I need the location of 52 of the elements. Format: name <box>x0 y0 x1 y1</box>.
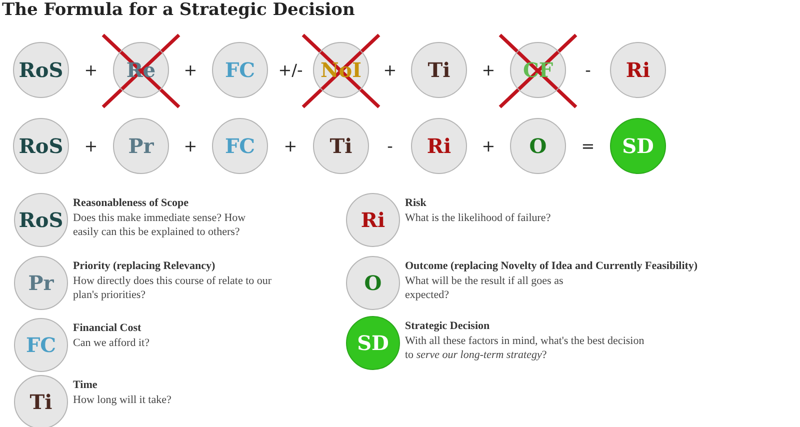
factor-description: What will be the result if all goes as expected? <box>405 274 564 302</box>
operator-sign: +/- <box>278 60 303 80</box>
factor-abbreviation: FC <box>26 333 56 357</box>
factor-abbreviation: O <box>529 134 547 158</box>
factor-abbreviation: FC <box>224 58 256 82</box>
factor-abbreviation: Pr <box>28 271 54 295</box>
factor-abbreviation: RoS <box>18 134 64 158</box>
operator-sign: + <box>482 60 496 80</box>
operator-sign: + <box>284 136 298 156</box>
operator-sign: + <box>184 60 198 80</box>
operator-sign: + <box>383 60 397 80</box>
operator-sign: - <box>585 60 591 80</box>
factor-description: Can we afford it? <box>73 336 150 350</box>
factor-abbreviation: FC <box>224 134 256 158</box>
factor-name: Priority (replacing Relevancy) <box>73 260 216 272</box>
factor-circle <box>14 256 68 310</box>
factor-circle <box>14 375 68 427</box>
factor-circle <box>14 193 68 247</box>
factor-abbreviation: Ri <box>360 208 386 232</box>
factor-abbreviation: Ti <box>428 58 450 82</box>
factor-abbreviation: SD <box>622 134 654 158</box>
factor-description: Does this make immediate sense? How easily can this be explained to others? <box>73 211 247 239</box>
factor-abbreviation: RoS <box>18 208 64 232</box>
factor-abbreviation: Ti <box>30 390 52 414</box>
factor-name: Outcome (replacing Novelty of Idea and Currently Feasibility) <box>405 260 698 272</box>
factor-circle <box>346 193 400 247</box>
factor-abbreviation: Ti <box>330 134 352 158</box>
operator-sign: = <box>581 136 595 156</box>
factor-name: Reasonableness of Scope <box>73 197 189 209</box>
factor-name: Financial Cost <box>73 322 142 334</box>
result-circle <box>346 316 400 370</box>
operator-sign: + <box>184 136 198 156</box>
factor-abbreviation: RoS <box>18 58 64 82</box>
factor-description: What is the likelihood of failure? <box>405 211 552 225</box>
factor-circle <box>346 256 400 310</box>
factor-description: With all these factors in mind, what's the best decision to serve our long-term strategy? <box>405 334 645 362</box>
factor-abbreviation: Pr <box>128 134 154 158</box>
factor-name: Time <box>73 379 98 391</box>
factor-name: Risk <box>405 197 426 209</box>
factor-description: How long will it take? <box>73 393 172 407</box>
factor-description: How directly does this course of relate to our plan's priorities? <box>73 274 273 302</box>
operator-sign: + <box>84 136 98 156</box>
factor-abbreviation: SD <box>357 331 389 355</box>
factor-circle <box>14 318 68 372</box>
title: The Formula for a Strategic Decision <box>2 0 355 20</box>
operator-sign: + <box>84 60 98 80</box>
factor-name: Strategic Decision <box>405 320 490 332</box>
factor-abbreviation: Ri <box>626 58 650 82</box>
operator-sign: - <box>387 136 393 156</box>
factor-abbreviation: O <box>364 271 382 295</box>
operator-sign: + <box>482 136 496 156</box>
factor-abbreviation: Ri <box>426 134 452 158</box>
